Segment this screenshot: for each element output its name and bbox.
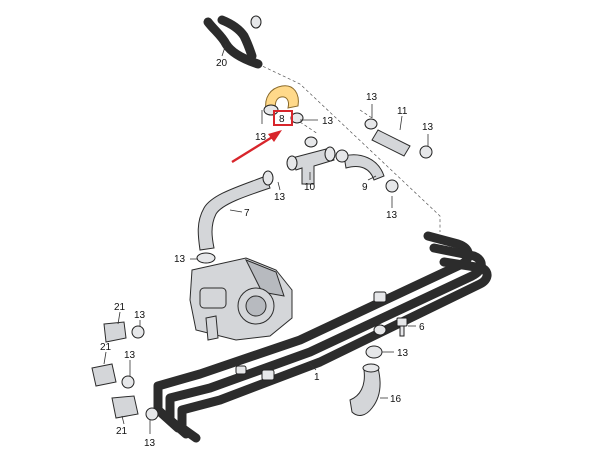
label-part-13-j: 13: [144, 438, 156, 449]
label-part-13-i: 13: [124, 350, 136, 361]
part-21-hoses: [91, 321, 159, 421]
label-part-7: 7: [244, 208, 250, 219]
label-part-21-c: 21: [116, 426, 128, 437]
label-part-21-b: 21: [100, 342, 112, 353]
part-1-pipe-assembly: [153, 231, 492, 443]
part-9-hose: [335, 149, 399, 193]
label-part-16: 16: [390, 394, 402, 405]
part-7-hose: [197, 175, 271, 251]
label-part-13-e: 13: [274, 192, 286, 203]
leader-lines: [103, 43, 429, 434]
part-20-twin-pipe: [203, 15, 263, 69]
clamp-near-bolt: [365, 345, 383, 359]
label-part-20: 20: [216, 58, 228, 69]
auxiliary-heater-unit: [189, 257, 293, 341]
label-part-13-k: 13: [397, 348, 409, 359]
label-part-8: 8: [279, 114, 285, 125]
part-6-bolt: [396, 317, 408, 337]
label-part-13-f: 13: [386, 210, 398, 221]
label-part-13-g: 13: [174, 254, 186, 265]
label-part-13-h: 13: [134, 310, 146, 321]
label-part-13-d: 13: [422, 122, 434, 133]
dashed-guides: [257, 63, 441, 232]
highlight-arrow: [231, 130, 282, 164]
part-10-t-piece: [286, 136, 336, 185]
label-part-1: 1: [314, 372, 320, 383]
label-part-11: 11: [397, 106, 408, 117]
label-part-21-a: 21: [114, 302, 126, 313]
label-part-13-a: 13: [255, 132, 267, 143]
callout-labels: 20 8 13 13 13 11 13 10 9 13 13 7 13 21 1…: [100, 58, 434, 449]
label-part-10: 10: [304, 182, 316, 193]
part-11-hose: [364, 118, 433, 159]
label-part-6: 6: [419, 322, 425, 333]
part-16-hose: [349, 363, 381, 416]
part-8-highlighted-hose: [263, 85, 304, 126]
label-part-13-c: 13: [366, 92, 378, 103]
hose-clamps: [196, 170, 274, 264]
label-part-9: 9: [362, 182, 368, 193]
label-part-13-b: 13: [322, 116, 334, 127]
